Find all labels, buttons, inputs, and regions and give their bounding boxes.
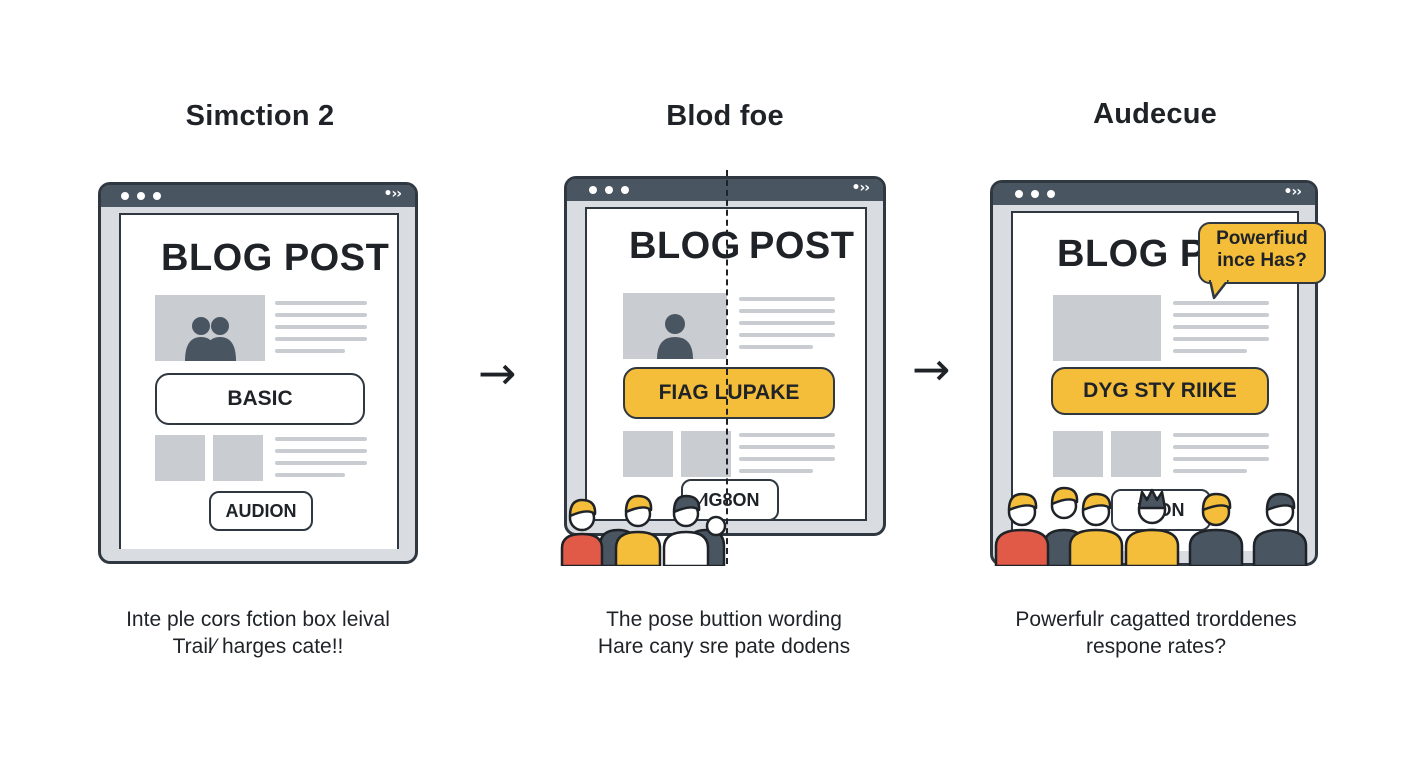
text-line (1173, 337, 1269, 341)
browser-bar: •›› (567, 179, 883, 201)
image-placeholder (623, 293, 727, 359)
text-line (739, 297, 835, 301)
window-dot-icon (589, 186, 597, 194)
arrow-right-icon: → (478, 346, 517, 400)
fiag-lupake-cta-button[interactable]: FIAG LUPAKE (623, 367, 835, 419)
window-dot-icon (153, 192, 161, 200)
person-icon (657, 314, 693, 359)
caption-line: The pose buttion wording (606, 608, 842, 631)
forward-chevrons-icon: •›› (1283, 184, 1302, 200)
text-line (739, 457, 835, 461)
forward-chevrons-icon: •›› (383, 186, 402, 202)
text-line (275, 437, 367, 441)
arrow-right-icon: → (912, 342, 951, 396)
post-title: BLOG P (1057, 233, 1206, 275)
browser-bar: •›› (101, 185, 415, 207)
forward-chevrons-icon: •›› (851, 180, 870, 196)
text-line (275, 461, 367, 465)
text-line (275, 473, 345, 477)
text-line (739, 333, 835, 337)
blog-page: BLOG POST BASIC AUDION (119, 213, 399, 549)
panel-1-caption: Inte ple cors fction box leival Trail⁄ h… (48, 606, 468, 660)
post-title-right: POST (749, 225, 855, 267)
text-line (275, 301, 367, 305)
image-placeholder (1111, 431, 1161, 477)
panel-3-title: Audecue (1093, 98, 1217, 130)
caption-line: Trail⁄ harges cate!! (172, 635, 344, 658)
text-line (1173, 469, 1247, 473)
text-line (739, 469, 813, 473)
text-line (1173, 445, 1269, 449)
bubble-line: ince Has? (1217, 250, 1307, 271)
image-placeholder (155, 435, 205, 481)
post-title: BLOG POST (161, 237, 390, 279)
image-placeholder (623, 431, 673, 477)
audion-button[interactable]: AUDION (209, 491, 313, 531)
text-line (1173, 457, 1269, 461)
caption-line: Inte ple cors fction box leival (126, 608, 390, 631)
basic-cta-button[interactable]: BASIC (155, 373, 365, 425)
text-line (275, 325, 367, 329)
panel-2-title: Blod foe (666, 100, 784, 132)
window-dot-icon (1031, 190, 1039, 198)
text-line (1173, 301, 1269, 305)
image-placeholder (213, 435, 263, 481)
crowd-icon (560, 494, 727, 566)
speech-bubble: Powerfiud ince Has? (1198, 222, 1326, 284)
text-line (1173, 313, 1269, 317)
window-dot-icon (121, 192, 129, 200)
image-placeholder (681, 431, 731, 477)
window-dot-icon (605, 186, 613, 194)
text-line (739, 309, 835, 313)
text-line (275, 449, 367, 453)
text-line (739, 345, 813, 349)
text-line (739, 445, 835, 449)
split-divider (726, 170, 728, 564)
text-line (1173, 325, 1269, 329)
crowd-icon (994, 486, 1308, 566)
speech-bubble-tail-icon (1208, 280, 1229, 300)
window-dot-icon (1047, 190, 1055, 198)
image-placeholder (155, 295, 265, 361)
text-line (275, 337, 367, 341)
panel-1-title: Simction 2 (185, 100, 335, 132)
caption-line: Powerfulr cagatted trorddenes (1015, 608, 1297, 631)
dyg-sty-riike-cta-button[interactable]: DYG STY RIIKE (1051, 367, 1269, 415)
bubble-line: Powerfiud (1216, 228, 1308, 249)
text-line (275, 349, 345, 353)
text-line (739, 321, 835, 325)
browser-bar: •›› (993, 183, 1315, 205)
browser-window-1: •›› BLOG POST BASIC AUDION (98, 182, 418, 564)
panel-3-caption: Powerfulr cagatted trorddenes respone ra… (946, 606, 1366, 660)
text-line (1173, 349, 1247, 353)
window-dot-icon (137, 192, 145, 200)
window-dot-icon (621, 186, 629, 194)
text-line (275, 313, 367, 317)
image-placeholder (1053, 431, 1103, 477)
window-dot-icon (1015, 190, 1023, 198)
caption-line: respone rates? (1085, 635, 1227, 658)
browser-window-2: •›› BLOG POST FIAG LUPAKE ⁄IG8ON (564, 176, 886, 536)
text-line (739, 433, 835, 437)
image-placeholder (1053, 295, 1161, 361)
post-title-left: BLOG (629, 225, 741, 267)
panel-2-caption: The pose buttion wording Hare cany sre p… (514, 606, 934, 660)
people-icon (185, 317, 236, 361)
caption-line: Hare cany sre pate dodens (597, 635, 851, 658)
text-line (1173, 433, 1269, 437)
